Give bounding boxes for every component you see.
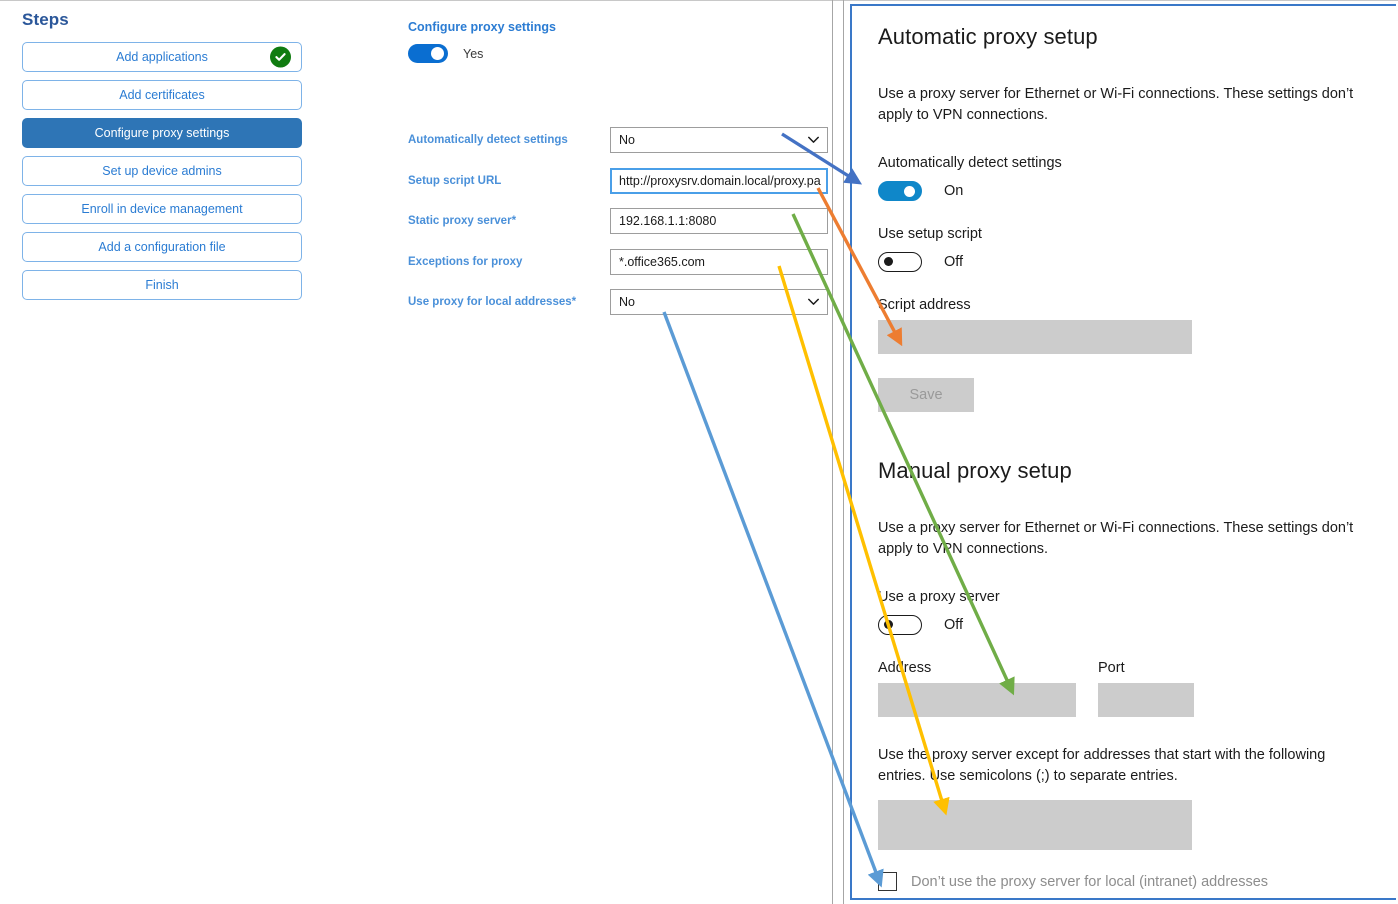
field-label: Exceptions for proxy: [408, 256, 523, 268]
field-row-use-proxy-for-local-addresses: Use proxy for local addresses* No: [408, 289, 828, 315]
step-label: Add a configuration file: [98, 240, 226, 254]
field-row-static-proxy-server: Static proxy server* 192.168.1.1:8080: [408, 208, 828, 234]
manual-proxy-setup-heading: Manual proxy setup: [878, 458, 1072, 484]
address-port-row: Address Port: [878, 660, 1378, 718]
select-value: No: [619, 133, 635, 147]
use-a-proxy-server-state: Off: [944, 617, 964, 634]
automatically-detect-settings-select[interactable]: No: [610, 127, 828, 153]
field-row-exceptions-for-proxy: Exceptions for proxy *.office365.com: [408, 249, 828, 275]
input-value: 192.168.1.1:8080: [619, 214, 717, 228]
save-button[interactable]: Save: [878, 378, 974, 413]
automatically-detect-settings-label: Automatically detect settings: [878, 155, 1062, 172]
input-value: *.office365.com: [619, 255, 705, 269]
panel-divider-right: [843, 0, 844, 904]
setup-script-url-input[interactable]: http://proxysrv.domain.local/proxy.pa: [610, 168, 828, 194]
top-divider: [0, 0, 1398, 1]
sidebar-item-add-applications[interactable]: Add applications: [22, 42, 302, 72]
step-label: Set up device admins: [102, 164, 222, 178]
proxy-exceptions-input[interactable]: [878, 800, 1192, 851]
sidebar-item-add-certificates[interactable]: Add certificates: [22, 80, 302, 110]
field-row-setup-script-url: Setup script URL http://proxysrv.domain.…: [408, 168, 828, 194]
use-a-proxy-server-toggle[interactable]: [878, 615, 922, 636]
bypass-local-addresses-label: Don’t use the proxy server for local (in…: [911, 873, 1269, 890]
step-label: Enroll in device management: [81, 202, 243, 216]
automatic-proxy-setup-heading: Automatic proxy setup: [878, 24, 1098, 49]
port-input[interactable]: [1098, 683, 1194, 718]
sidebar-item-configure-proxy-settings[interactable]: Configure proxy settings: [22, 118, 302, 148]
chevron-down-icon: [808, 136, 819, 143]
field-label: Automatically detect settings: [408, 134, 568, 146]
field-label: Static proxy server*: [408, 215, 517, 227]
step-label: Finish: [145, 278, 179, 292]
use-setup-script-state: Off: [944, 254, 964, 271]
configure-proxy-toggle[interactable]: [408, 44, 448, 63]
address-group: Address: [878, 660, 1076, 718]
bypass-local-addresses-row[interactable]: Don’t use the proxy server for local (in…: [878, 872, 1378, 892]
use-proxy-for-local-addresses-select[interactable]: No: [610, 289, 828, 315]
script-address-input[interactable]: [878, 320, 1192, 355]
field-label: Use proxy for local addresses*: [408, 296, 577, 308]
steps-panel: Steps Add applications Add certificates …: [0, 0, 330, 308]
field-row-automatically-detect-settings: Automatically detect settings No: [408, 127, 828, 153]
input-value: http://proxysrv.domain.local/proxy.pa: [619, 174, 821, 188]
port-group: Port: [1098, 660, 1194, 718]
use-a-proxy-server-label: Use a proxy server: [878, 589, 1000, 606]
windows-settings-content: Automatic proxy setup Use a proxy server…: [878, 6, 1378, 892]
sidebar-item-set-up-device-admins[interactable]: Set up device admins: [22, 156, 302, 186]
chevron-down-icon: [808, 298, 819, 305]
address-label: Address: [878, 660, 932, 677]
field-label: Setup script URL: [408, 175, 502, 187]
sidebar-item-finish[interactable]: Finish: [22, 270, 302, 300]
configure-proxy-toggle-row: Yes: [408, 44, 483, 63]
proxy-exceptions-description: Use the proxy server except for addresse…: [878, 747, 1326, 784]
use-setup-script-toggle[interactable]: [878, 252, 922, 273]
automatically-detect-settings-toggle[interactable]: [878, 181, 922, 202]
panel-divider-left: [832, 0, 833, 904]
checkbox-icon[interactable]: [878, 872, 897, 892]
script-address-label: Script address: [878, 297, 971, 314]
step-label: Add certificates: [119, 88, 205, 102]
step-label: Configure proxy settings: [94, 126, 230, 140]
use-setup-script-toggle-row: Off: [878, 252, 1378, 273]
arrow-use-proxy-local: [662, 311, 884, 888]
sidebar-item-add-a-configuration-file[interactable]: Add a configuration file: [22, 232, 302, 262]
steps-title: Steps: [22, 10, 69, 29]
manual-proxy-description: Use a proxy server for Ethernet or Wi-Fi…: [878, 520, 1354, 557]
sidebar-item-enroll-in-device-management[interactable]: Enroll in device management: [22, 194, 302, 224]
automatically-detect-settings-toggle-row: On: [878, 181, 1378, 202]
automatic-proxy-description: Use a proxy server for Ethernet or Wi-Fi…: [878, 86, 1354, 123]
configure-proxy-toggle-value: Yes: [463, 46, 484, 61]
exceptions-for-proxy-input[interactable]: *.office365.com: [610, 249, 828, 275]
use-setup-script-label: Use setup script: [878, 226, 982, 243]
select-value: No: [619, 295, 635, 309]
use-a-proxy-server-toggle-row: Off: [878, 615, 1378, 636]
address-input[interactable]: [878, 683, 1076, 718]
port-label: Port: [1098, 660, 1125, 677]
static-proxy-server-input[interactable]: 192.168.1.1:8080: [610, 208, 828, 234]
automatically-detect-settings-state: On: [944, 183, 964, 200]
windows-proxy-settings-panel: Automatic proxy setup Use a proxy server…: [850, 4, 1396, 900]
form-heading: Configure proxy settings: [408, 20, 556, 34]
check-circle-icon: [270, 46, 291, 68]
step-label: Add applications: [116, 50, 208, 64]
